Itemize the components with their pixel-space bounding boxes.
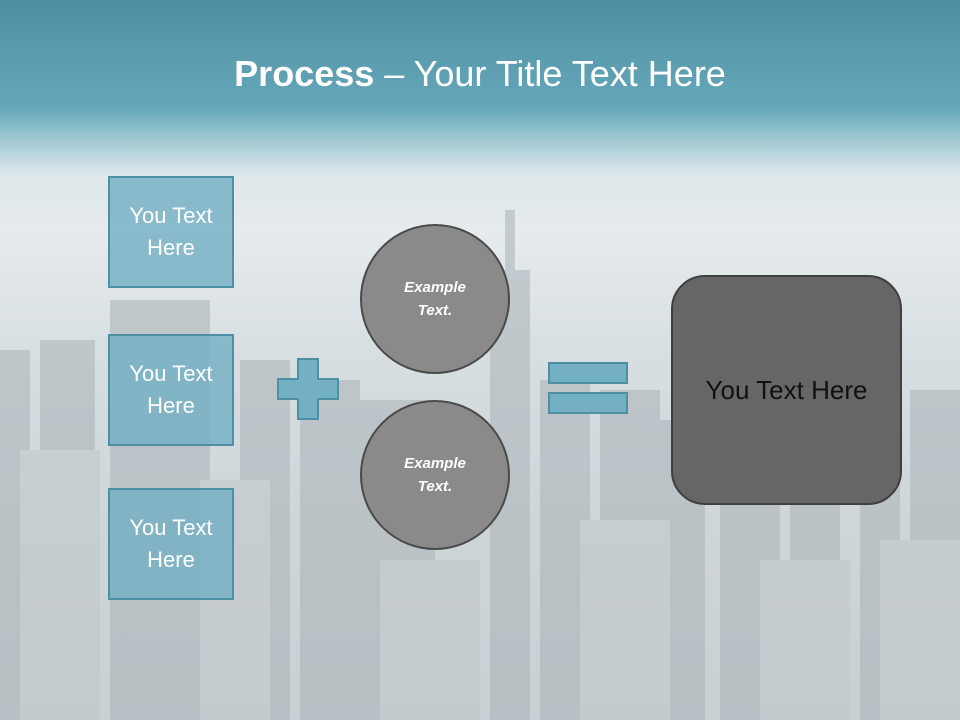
result-box[interactable]: You Text Here	[671, 275, 902, 505]
circle-label: Example Text.	[404, 279, 466, 319]
title-bold: Process	[234, 53, 375, 94]
slide-title: Process – Your Title Text Here	[0, 52, 960, 96]
input-box-1[interactable]: You Text Here	[108, 176, 234, 288]
input-box-label: You Text Here	[129, 515, 213, 572]
input-box-label: You Text Here	[129, 203, 213, 260]
plus-icon	[277, 358, 339, 420]
input-box-3[interactable]: You Text Here	[108, 488, 234, 600]
input-box-label: You Text Here	[129, 361, 213, 418]
example-circle-2[interactable]: Example Text.	[360, 400, 510, 550]
input-box-2[interactable]: You Text Here	[108, 334, 234, 446]
title-rest: – Your Title Text Here	[374, 53, 726, 94]
example-circle-1[interactable]: Example Text.	[360, 224, 510, 374]
circle-label: Example Text.	[404, 455, 466, 495]
equals-icon	[548, 362, 628, 414]
result-label: You Text Here	[705, 374, 868, 405]
